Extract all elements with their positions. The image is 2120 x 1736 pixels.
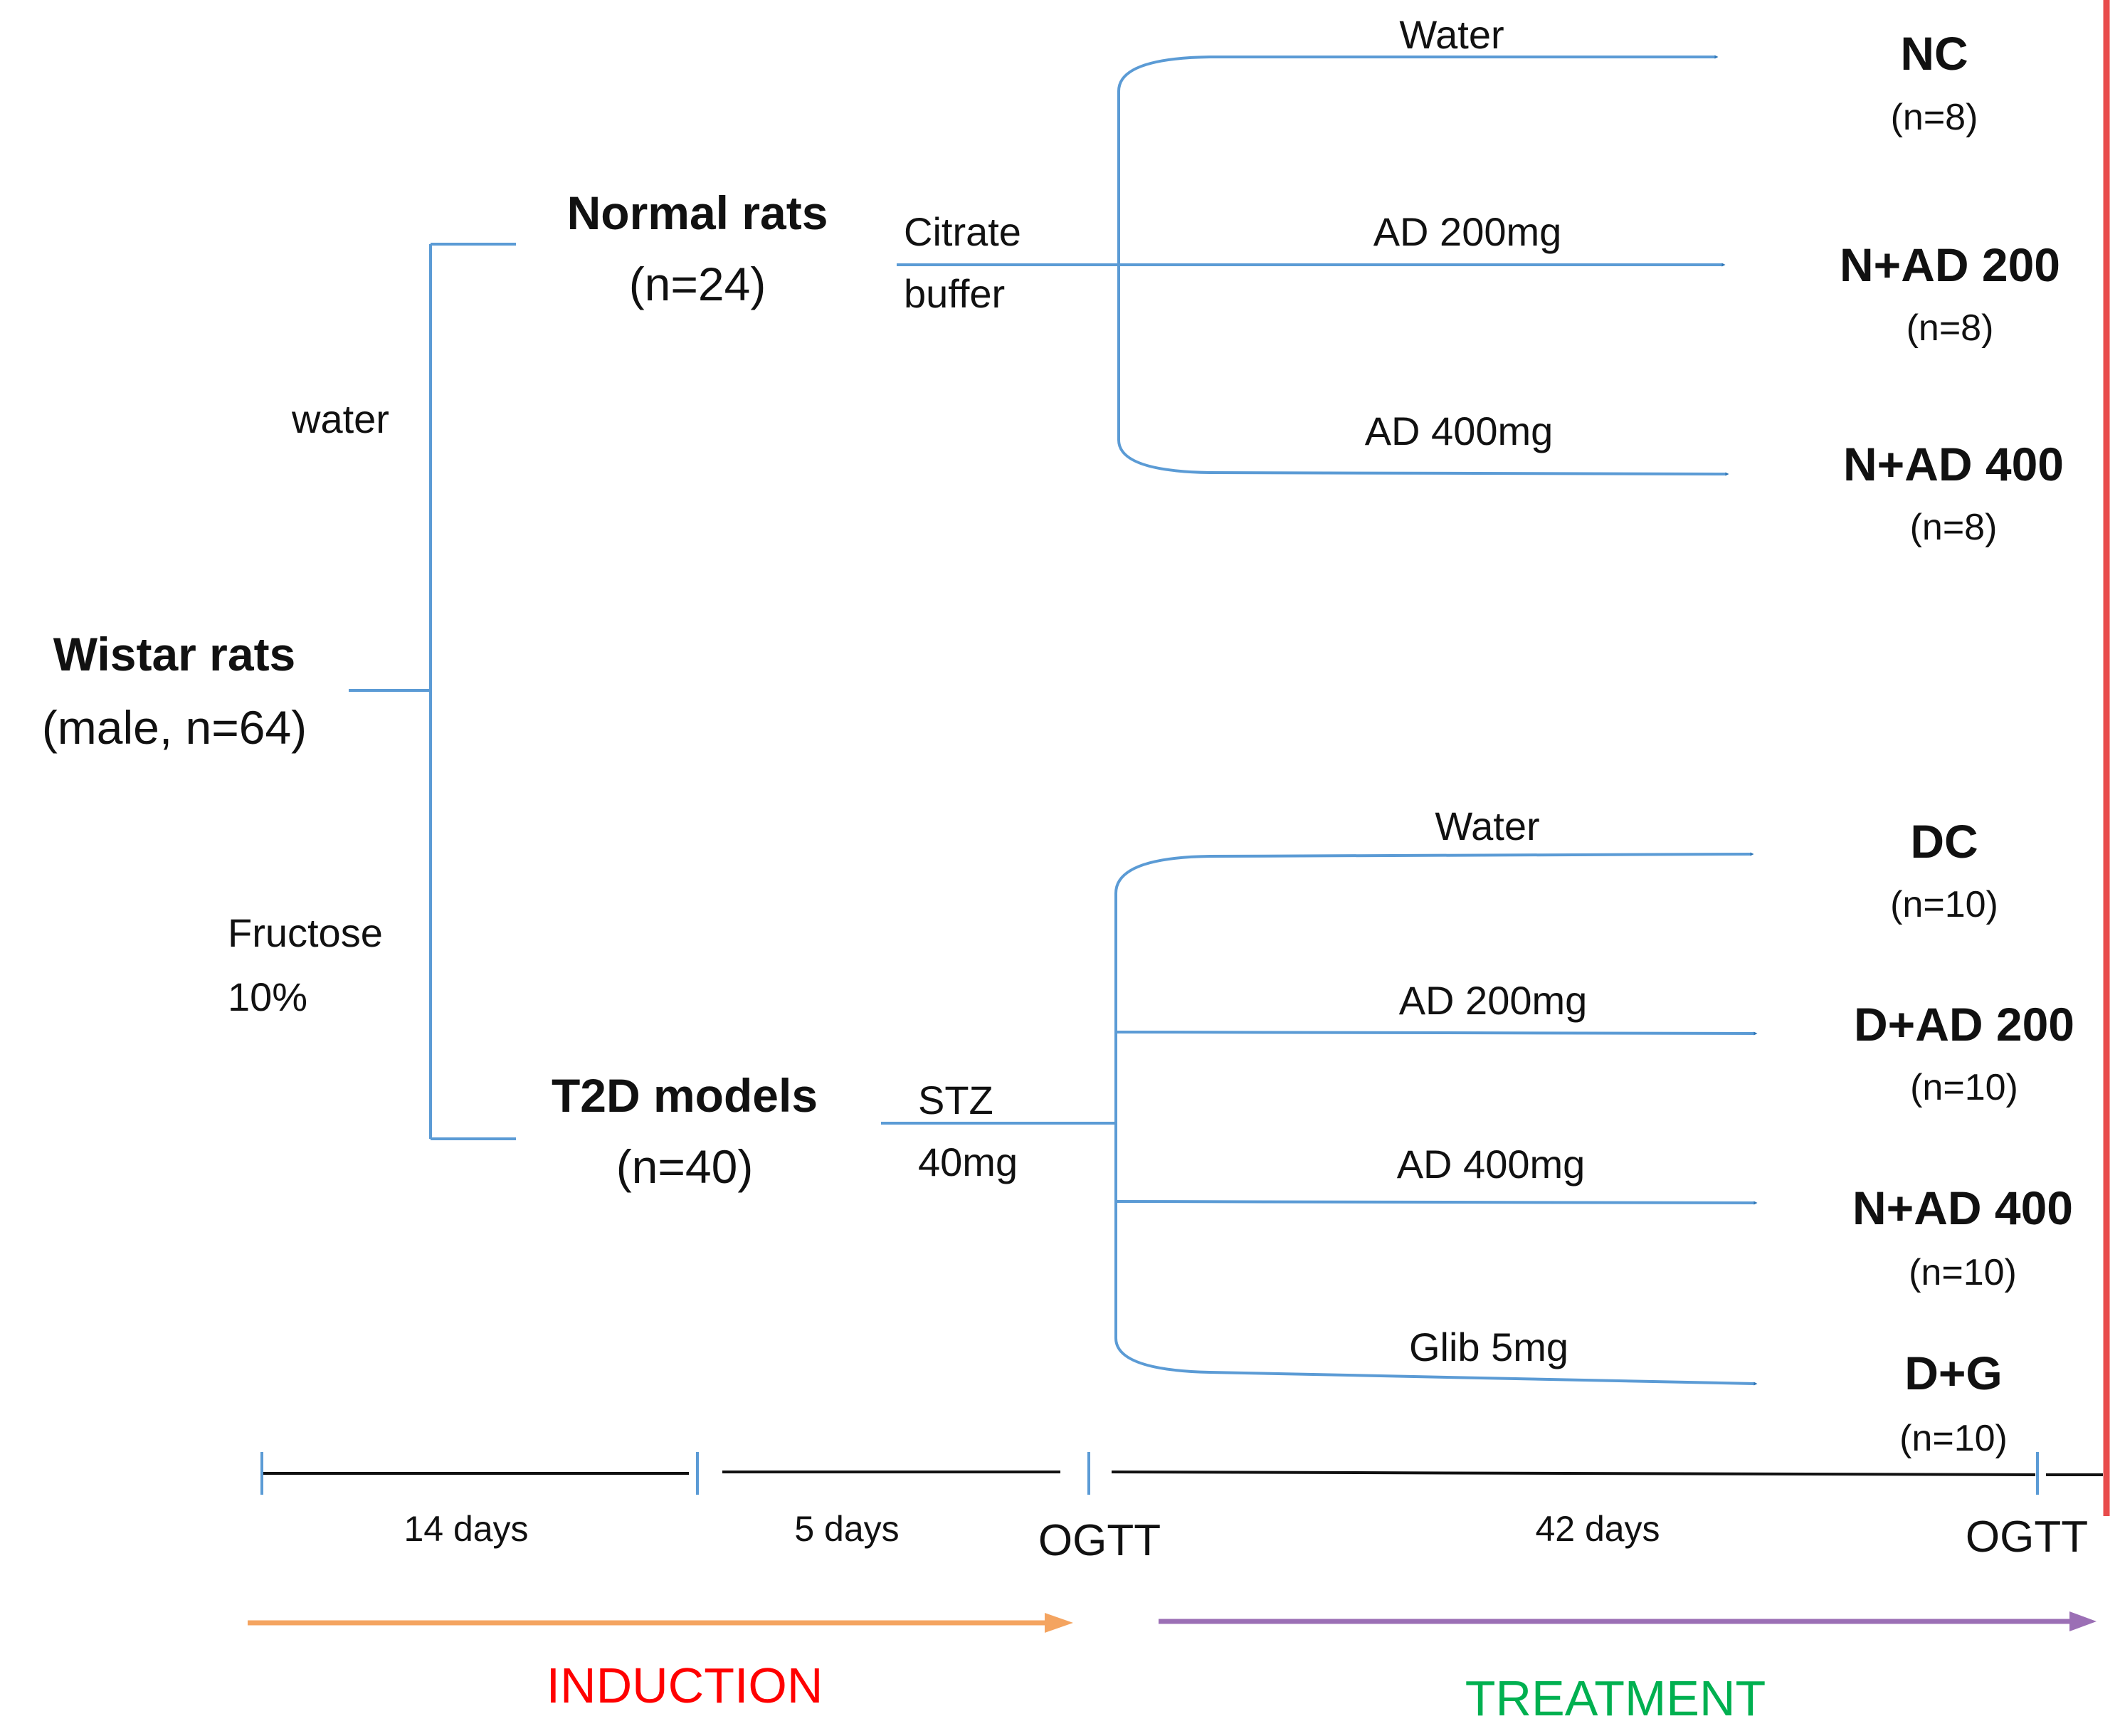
arm-group-label: N+AD 200 bbox=[1840, 238, 2060, 291]
t2d-arm-ad200-arrow bbox=[1115, 1031, 1758, 1036]
arm-group-label: N+AD 400 bbox=[1852, 1182, 2073, 1234]
normal-arm-nc-arrow bbox=[1117, 55, 1719, 265]
arm-group-n: (n=8) bbox=[1907, 307, 1994, 349]
normal-group-title: Normal rats bbox=[567, 186, 828, 239]
t2d-arm-glib-arrow bbox=[1114, 1123, 1758, 1386]
phase-treatment: TREATMENT bbox=[1159, 1611, 2097, 1726]
t2d-arm-ad400: AD 400mg N+AD 400 (n=10) bbox=[1397, 1142, 2073, 1293]
arm-group-n: (n=8) bbox=[1910, 507, 1998, 548]
t2d-group-title: T2D models bbox=[552, 1069, 818, 1122]
arm-group-n: (n=10) bbox=[1899, 1418, 2008, 1459]
arm-group-n: (n=10) bbox=[1910, 1067, 2018, 1108]
arm-group-label: D+AD 200 bbox=[1854, 998, 2074, 1051]
timeline-checkpoint-label: OGTT bbox=[1038, 1516, 1161, 1565]
normal-group-n: (n=24) bbox=[629, 258, 766, 310]
normal-agent-line2: buffer bbox=[904, 271, 1005, 316]
normal-agent-line1: Citrate bbox=[904, 209, 1021, 254]
arm-treatment-label: AD 200mg bbox=[1373, 209, 1562, 254]
arm-group-n: (n=8) bbox=[1891, 97, 1978, 138]
root-subtitle: (male, n=64) bbox=[42, 701, 307, 754]
timeline: 14 days 5 days 42 days OGTT OGTT bbox=[260, 1452, 2103, 1565]
arm-group-label: D+G bbox=[1904, 1347, 2003, 1399]
t2d-agent-line2: 40mg bbox=[918, 1140, 1018, 1184]
arm-group-label: NC bbox=[1900, 27, 1968, 80]
arm-treatment-label: Water bbox=[1399, 12, 1504, 57]
root-connector bbox=[349, 243, 516, 1140]
timeline-segment-3 bbox=[1111, 1471, 2036, 1476]
t2d-agent-line1: STZ bbox=[918, 1078, 993, 1122]
upper-branch-label: water bbox=[291, 396, 389, 441]
root-title: Wistar rats bbox=[53, 628, 296, 680]
t2d-group-n: (n=40) bbox=[616, 1140, 754, 1193]
timeline-checkpoint-label: OGTT bbox=[1966, 1513, 2088, 1562]
t2d-arm-dc-arrow bbox=[1114, 852, 1754, 1123]
arm-treatment-label: Water bbox=[1435, 804, 1539, 848]
normal-arm-ad400: AD 400mg N+AD 400 (n=8) bbox=[1365, 409, 2064, 548]
arm-group-label: DC bbox=[1910, 815, 1978, 868]
normal-arm-ad400-arrow bbox=[1117, 265, 1729, 476]
arm-treatment-label: AD 400mg bbox=[1397, 1142, 1586, 1187]
arm-group-n: (n=10) bbox=[1890, 884, 1998, 925]
arm-treatment-label: Glib 5mg bbox=[1409, 1325, 1568, 1369]
arm-treatment-label: AD 200mg bbox=[1399, 978, 1588, 1023]
t2d-arm-dc: Water DC (n=10) bbox=[1435, 804, 1998, 925]
normal-arm-ad200: AD 200mg N+AD 200 (n=8) bbox=[1373, 209, 2060, 349]
phase-arrowhead bbox=[2069, 1611, 2097, 1631]
t2d-arm-ad200: AD 200mg D+AD 200 (n=10) bbox=[1399, 978, 2074, 1108]
lower-branch-label-line1: Fructose bbox=[228, 910, 383, 955]
normal-arm-nc: Water NC (n=8) bbox=[1399, 12, 1978, 138]
timeline-segment-label: 5 days bbox=[794, 1509, 899, 1549]
t2d-arm-ad400-arrow bbox=[1115, 1200, 1758, 1205]
timeline-segment-label: 14 days bbox=[404, 1509, 528, 1549]
phase-induction: INDUCTION bbox=[248, 1613, 1073, 1713]
lower-branch-label-line2: 10% bbox=[228, 974, 307, 1019]
t2d-arm-glib: Glib 5mg D+G (n=10) bbox=[1409, 1325, 2008, 1459]
phase-label: TREATMENT bbox=[1465, 1671, 1766, 1726]
arm-group-n: (n=10) bbox=[1909, 1252, 2017, 1293]
arm-treatment-label: AD 400mg bbox=[1365, 409, 1554, 453]
phase-arrowhead bbox=[1045, 1613, 1073, 1633]
timeline-segment-label: 42 days bbox=[1535, 1509, 1660, 1549]
phase-label: INDUCTION bbox=[547, 1658, 823, 1713]
arm-group-label: N+AD 400 bbox=[1843, 438, 2064, 490]
